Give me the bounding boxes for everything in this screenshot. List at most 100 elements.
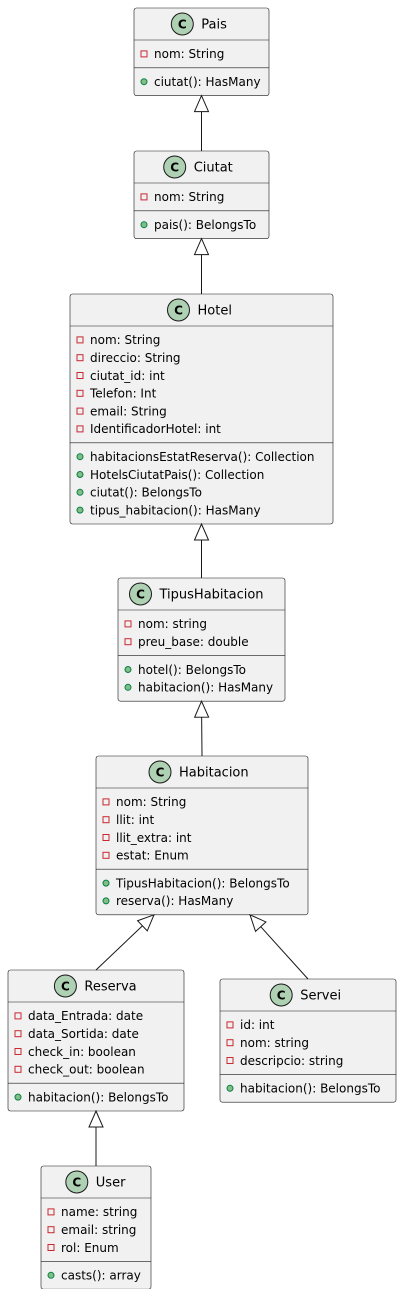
class-stereotype-icon: C bbox=[269, 983, 293, 1007]
attribute-row: nom: String bbox=[140, 47, 224, 61]
method-row: habitacion(): HasMany bbox=[124, 681, 273, 695]
class-name: User bbox=[96, 1176, 126, 1191]
relations bbox=[88, 94, 309, 1166]
public-visibility-icon bbox=[14, 1093, 22, 1101]
svg-text:reserva(): HasMany: reserva(): HasMany bbox=[116, 894, 233, 908]
class-name: TipusHabitacion bbox=[159, 588, 264, 603]
method-row: habitacionsEstatReserva(): Collection bbox=[76, 450, 314, 464]
svg-text:nom: string: nom: string bbox=[138, 617, 207, 631]
method-row: habitacion(): BelongsTo bbox=[14, 1090, 168, 1104]
svg-text:data_Sortida: date: data_Sortida: date bbox=[28, 1027, 139, 1041]
attribute-row: preu_base: double bbox=[124, 635, 249, 649]
class-stereotype-icon: C bbox=[167, 298, 190, 322]
class-user[interactable]: C User name: string email: string rol: Enum c… bbox=[40, 1165, 152, 1289]
svg-text:Telefon: Int: Telefon: Int bbox=[89, 387, 157, 401]
svg-text:estat: Enum: estat: Enum bbox=[116, 849, 189, 863]
class-name: Servei bbox=[300, 989, 341, 1004]
public-visibility-icon bbox=[47, 1271, 55, 1279]
private-visibility-icon bbox=[140, 50, 148, 58]
public-visibility-icon bbox=[76, 506, 84, 514]
svg-text:nom: string: nom: string bbox=[240, 1036, 309, 1050]
svg-text:hotel(): BelongsTo: hotel(): BelongsTo bbox=[138, 663, 246, 677]
generalization-arrowhead-icon bbox=[193, 699, 210, 718]
svg-text:direccio: String: direccio: String bbox=[90, 351, 181, 365]
svg-text:llit_extra: int: llit_extra: int bbox=[116, 831, 192, 845]
attribute-row: nom: String bbox=[140, 190, 224, 204]
svg-text:casts(): array: casts(): array bbox=[61, 1269, 141, 1283]
class-stereotype-icon: C bbox=[170, 12, 194, 36]
svg-text:C: C bbox=[170, 160, 179, 174]
attribute-row: nom: String bbox=[76, 333, 160, 347]
private-visibility-icon bbox=[226, 1057, 234, 1064]
method-row: ciutat(): HasMany bbox=[140, 75, 261, 89]
svg-text:nom: String: nom: String bbox=[90, 333, 160, 347]
class-name: Hotel bbox=[198, 304, 232, 319]
attribute-row: descripcio: string bbox=[226, 1054, 343, 1068]
svg-text:preu_base: double: preu_base: double bbox=[138, 635, 249, 649]
public-visibility-icon bbox=[76, 471, 84, 478]
generalization-ciutat-to-pais bbox=[193, 94, 210, 151]
class-tipushabitacion[interactable]: C TipusHabitacion nom: string preu_base: do… bbox=[117, 577, 286, 702]
class-stereotype-icon: C bbox=[65, 1170, 89, 1194]
class-hotel[interactable]: C Hotel nom: String direccio: String ciutat_… bbox=[69, 293, 334, 525]
public-visibility-icon bbox=[76, 488, 84, 496]
svg-text:nom: String: nom: String bbox=[116, 795, 186, 809]
generalization-arrowhead-icon bbox=[193, 522, 210, 541]
attribute-row: id: int bbox=[226, 1018, 275, 1032]
svg-text:name: string: name: string bbox=[61, 1205, 137, 1219]
method-row: TipusHabitacion(): BelongsTo bbox=[102, 876, 290, 890]
private-visibility-icon bbox=[140, 193, 148, 201]
private-visibility-icon bbox=[76, 354, 84, 362]
class-servei[interactable]: C Servei id: int nom: string descripcio: str… bbox=[219, 978, 397, 1103]
private-visibility-icon bbox=[47, 1244, 55, 1251]
svg-text:rol: Enum: rol: Enum bbox=[61, 1241, 119, 1255]
generalization-user-to-reserva bbox=[88, 1109, 104, 1166]
method-row: hotel(): BelongsTo bbox=[124, 663, 246, 677]
private-visibility-icon bbox=[124, 620, 132, 628]
class-stereotype-icon: C bbox=[53, 974, 77, 998]
svg-text:TipusHabitacion(): BelongsTo: TipusHabitacion(): BelongsTo bbox=[115, 876, 290, 890]
attribute-row: ciutat_id: int bbox=[76, 369, 165, 383]
attribute-row: email: string bbox=[47, 1223, 136, 1237]
private-visibility-icon bbox=[226, 1021, 234, 1029]
svg-text:habitacionsEstatReserva(): Col: habitacionsEstatReserva(): Collection bbox=[90, 450, 314, 464]
generalization-servei-to-habitacion bbox=[249, 913, 309, 980]
attribute-row: check_out: boolean bbox=[14, 1063, 145, 1077]
svg-text:email: String: email: String bbox=[90, 404, 167, 418]
svg-text:C: C bbox=[72, 1175, 81, 1189]
attribute-row: direccio: String bbox=[76, 351, 181, 365]
generalization-hotel-to-ciutat bbox=[193, 237, 210, 294]
class-stereotype-icon: C bbox=[129, 582, 152, 606]
svg-text:ciutat(): HasMany: ciutat(): HasMany bbox=[154, 75, 261, 89]
svg-text:descripcio: string: descripcio: string bbox=[240, 1054, 343, 1068]
generalization-arrowhead-icon bbox=[136, 913, 155, 932]
attribute-row: data_Sortida: date bbox=[14, 1027, 139, 1041]
method-row: tipus_habitacion(): HasMany bbox=[76, 503, 261, 517]
method-row: reserva(): HasMany bbox=[102, 894, 233, 908]
generalization-reserva-to-habitacion bbox=[95, 913, 155, 971]
public-visibility-icon bbox=[226, 1084, 234, 1092]
private-visibility-icon bbox=[76, 336, 84, 344]
method-row: HotelsCiutatPais(): Collection bbox=[76, 468, 264, 482]
class-name: Ciutat bbox=[194, 161, 233, 176]
attribute-row: data_Entrada: date bbox=[14, 1009, 143, 1023]
attribute-row: nom: String bbox=[102, 795, 186, 809]
private-visibility-icon bbox=[226, 1039, 234, 1047]
class-name: Habitacion bbox=[179, 766, 249, 781]
svg-text:check_in: boolean: check_in: boolean bbox=[28, 1045, 136, 1059]
svg-text:ciutat_id: int: ciutat_id: int bbox=[90, 369, 165, 383]
svg-text:C: C bbox=[156, 765, 165, 779]
public-visibility-icon bbox=[140, 221, 148, 229]
svg-text:C: C bbox=[61, 979, 70, 993]
svg-text:C: C bbox=[277, 988, 286, 1002]
attribute-row: estat: Enum bbox=[102, 849, 189, 863]
class-stereotype-icon: C bbox=[163, 155, 187, 179]
svg-text:habitacion(): BelongsTo: habitacion(): BelongsTo bbox=[28, 1090, 168, 1104]
svg-text:nom: String: nom: String bbox=[154, 190, 224, 204]
svg-text:habitacion(): BelongsTo: habitacion(): BelongsTo bbox=[240, 1082, 380, 1096]
attribute-row: name: string bbox=[47, 1205, 137, 1219]
